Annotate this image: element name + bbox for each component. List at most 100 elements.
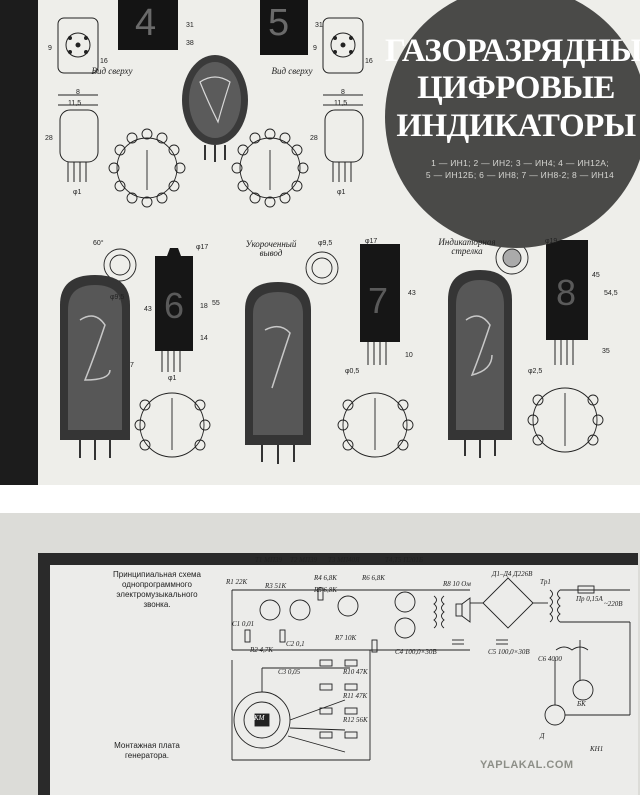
dim-18: 18 [200, 303, 208, 310]
dim-phi1: φ1 [168, 375, 177, 382]
dim-55: 55 [212, 300, 220, 307]
voltage-label: ~220В [604, 600, 623, 608]
dim-phi19: φ19 [545, 238, 558, 245]
dim-14: 14 [200, 335, 208, 342]
transistor-label-2: T2 МП39 [290, 556, 318, 564]
dim-7: 7 [130, 362, 134, 369]
dim-31-left: 31 [186, 22, 194, 29]
res-label-r2: R2 4,7К [250, 646, 273, 654]
bottom-paper [38, 553, 638, 795]
side-view-top-right [324, 109, 364, 182]
dim-phi1-right: φ1 [337, 189, 346, 196]
digit-box-4 [118, 0, 178, 50]
km-label: КМ [254, 714, 265, 722]
digit-8: 8 [556, 272, 577, 313]
dim-phi17b: φ17 [365, 238, 378, 245]
res-label-r5: R5 6,8К [314, 586, 337, 594]
dim-phi05: φ0,5 [345, 368, 360, 375]
res-label-r4: R4 6,8К [314, 574, 337, 582]
transistor-label-1: T1 МП39 [255, 556, 283, 564]
cap-label-c6: C6 4000 [538, 655, 562, 663]
transistor-label-3: T3 МП40Я [328, 556, 360, 564]
pinout-circle-6 [134, 392, 211, 458]
dim-8-left: 8 [76, 89, 80, 96]
dim-phi1-left: φ1 [73, 189, 82, 196]
indicator-list-line-1: 1 — ИН1; 2 — ИН2; 3 — ИН4; 4 — ИН12А; [431, 158, 609, 168]
bottom-left-bar [38, 565, 50, 795]
dim-115-left: 11,5 [68, 100, 82, 107]
dim-9-right: 9 [313, 45, 317, 52]
view-label-left: Вид сверху [91, 66, 133, 76]
title-line-1: ГАЗОРАЗРЯДНЫЕ [385, 33, 640, 69]
cap-label-c1: C1 0,01 [232, 620, 255, 628]
digit-plate-6 [155, 248, 193, 372]
dim-545: 54,5 [604, 290, 618, 297]
top-view-pins-6 [103, 248, 137, 282]
dim-28-left: 28 [45, 135, 53, 142]
pin-layout-top-right [322, 17, 364, 106]
top-view-pins-7 [305, 251, 339, 285]
indicator-arrow-note: Индикаторная стрелка [438, 237, 496, 256]
cap-label-c2: C2 0,1 [286, 640, 305, 648]
tube-lower-middle [245, 282, 311, 464]
tube-lower-left [60, 275, 130, 460]
dim-38: 38 [186, 40, 194, 47]
dim-115-right: 11,5 [334, 100, 348, 107]
res-label-r11: R11 47К [343, 692, 368, 700]
dim-16-right: 16 [365, 58, 373, 65]
digit-7: 7 [368, 280, 389, 321]
cap-label-c4: C4 100,0×30В [395, 648, 437, 656]
dim-35: 35 [602, 348, 610, 355]
transformer-label: Tр1 [540, 578, 551, 586]
tube-lower-right [448, 270, 512, 458]
indicator-list-line-2: 5 — ИН12Б; 6 — ИН8; 7 — ИН8-2; 8 — ИН14 [425, 170, 615, 180]
pinout-circle-1 [108, 128, 186, 208]
res-label-r3: R3 51К [265, 582, 287, 590]
dim-9-left: 9 [48, 45, 52, 52]
dim-phi95: φ9,5 [318, 240, 333, 247]
pinout-circle-2 [231, 128, 309, 208]
indicator-drawings [57, 0, 604, 464]
res-label-r7: R7 10К [335, 634, 357, 642]
res-label-r6: R6 6,8К [362, 574, 385, 582]
fuse-label: Пр 0,15А [576, 595, 603, 603]
dim-10: 10 [405, 352, 413, 359]
digit-4: 4 [135, 2, 157, 44]
relay-label: БК [577, 700, 586, 708]
dim-phi25: φ2,5 [528, 368, 543, 375]
res-label-r10: R10 47К [343, 668, 368, 676]
dim-60deg: 60° [93, 240, 104, 247]
dim-43b: 43 [408, 290, 416, 297]
digit-5: 5 [268, 2, 290, 44]
cap-label-c5: C5 100,0×30В [488, 648, 530, 656]
title-disc [385, 0, 640, 248]
res-label-r8: R8 10 Ом [443, 580, 471, 588]
dim-45: 45 [592, 272, 600, 279]
transistor-label-4: T4,T5 П201Б [385, 556, 423, 564]
cap-label-c3: C3 0,05 [278, 668, 301, 676]
page-gap [0, 485, 640, 513]
pin-layout-top-left [57, 17, 99, 106]
diode-label: Д1–Д4 Д226В [492, 570, 533, 578]
digit-6: 6 [164, 285, 185, 326]
shortened-lead-note: Укороченный вывод [245, 239, 297, 258]
res-label-r1: R1 22К [226, 578, 248, 586]
motor-label: Д [540, 732, 545, 740]
view-label-right: Вид сверху [271, 66, 313, 76]
digit-plate-7 [360, 244, 400, 365]
digit-box-5 [260, 0, 308, 55]
tube-top-center [182, 55, 248, 162]
res-label-r12: R12 56К [343, 716, 368, 724]
dim-phi95-left: φ9,5 [110, 294, 125, 301]
title-line-2: ЦИФРОВЫЕ [417, 70, 615, 106]
dim-43: 43 [144, 306, 152, 313]
pinout-circle-7 [337, 392, 414, 458]
magazine-page-bottom [0, 513, 640, 795]
dim-28-right: 28 [310, 135, 318, 142]
bottom-top-band [38, 553, 638, 565]
digit-plate-8 [546, 240, 588, 365]
schema-caption: Принципиальная схема однопрограммного эл… [113, 570, 201, 609]
button-label: КН1 [590, 745, 604, 753]
dim-31-right: 31 [315, 22, 323, 29]
pinout-circle-8 [527, 387, 604, 453]
